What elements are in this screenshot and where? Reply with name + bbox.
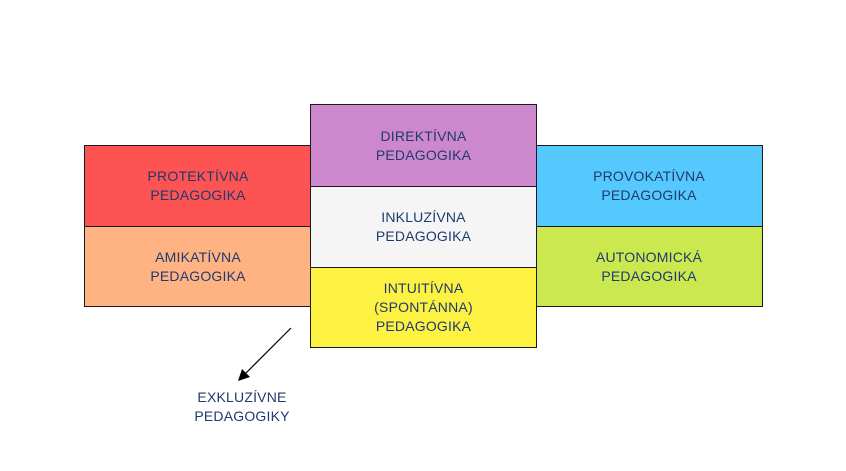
- protective-pedagogy-label: PROTEKTÍVNA PEDAGOGIKA: [147, 168, 249, 203]
- inclusive-pedagogy-box: INKLUZÍVNA PEDAGOGIKA: [310, 186, 537, 268]
- protective-pedagogy-box: PROTEKTÍVNA PEDAGOGIKA: [84, 145, 312, 227]
- autonomous-pedagogy-label: AUTONOMICKÁ PEDAGOGIKA: [595, 248, 703, 284]
- directive-pedagogy-box: DIREKTÍVNA PEDAGOGIKA: [310, 104, 537, 187]
- autonomous-pedagogy-box: AUTONOMICKÁ PEDAGOGIKA: [535, 226, 763, 307]
- exclusive-pedagogies-label: EXKLUZÍVNE PEDAGOGIKY: [194, 389, 290, 424]
- inclusive-pedagogy-label: INKLUZÍVNA PEDAGOGIKA: [375, 209, 472, 244]
- intuitive-pedagogy-label: INTUITÍVNA (SPONTÁNNA) PEDAGOGIKA: [374, 280, 473, 334]
- intuitive-pedagogy-box: INTUITÍVNA (SPONTÁNNA) PEDAGOGIKA: [310, 267, 537, 348]
- directive-pedagogy-label: DIREKTÍVNA PEDAGOGIKA: [375, 127, 472, 163]
- provocative-pedagogy-box: PROVOKATÍVNA PEDAGOGIKA: [535, 145, 763, 227]
- amicative-pedagogy-label: AMIKATÍVNA PEDAGOGIKA: [150, 248, 246, 284]
- provocative-pedagogy-label: PROVOKATÍVNA PEDAGOGIKA: [593, 168, 705, 203]
